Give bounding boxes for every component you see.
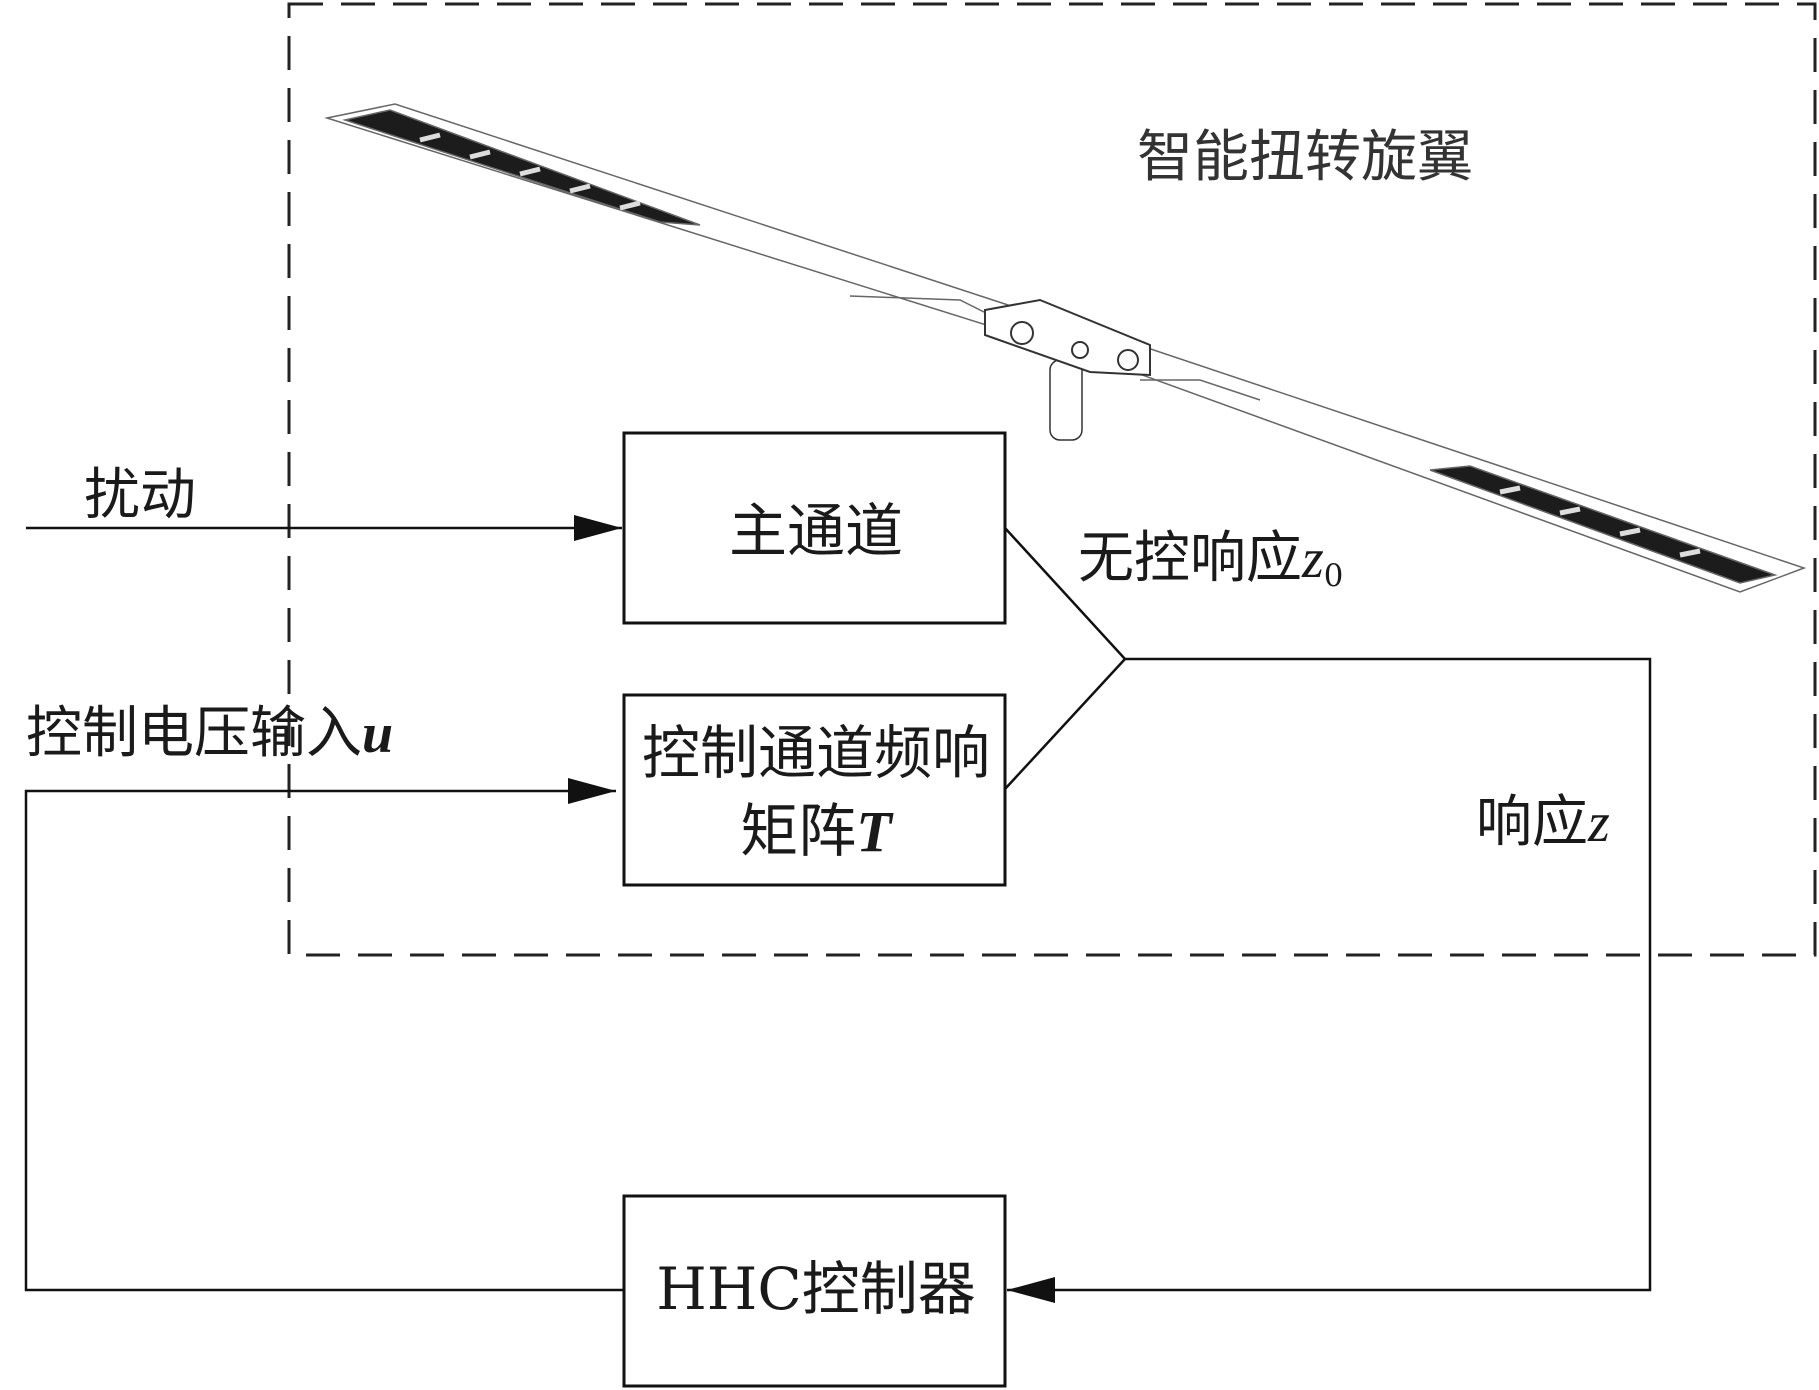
uncontrolled-response-text: 无控响应 (1078, 526, 1302, 591)
main-channel-block (622, 431, 1007, 625)
u-symbol: u (362, 703, 394, 765)
disturbance-label: 扰动 (84, 463, 196, 528)
z-symbol: z (1588, 792, 1610, 854)
response-label: 响应z (1476, 792, 1610, 854)
t-symbol: T (856, 799, 892, 864)
control-channel-label-line1: 控制通道频响 (641, 719, 991, 787)
control-channel-label-line2: 矩阵T (740, 802, 891, 861)
control-channel-block (622, 693, 1007, 887)
hhc-controller-label: HHC控制器 (656, 1255, 976, 1323)
uncontrolled-response-label: 无控响应z0 (1078, 531, 1343, 592)
matrix-text: 矩阵 (740, 797, 857, 865)
smart-rotor-boundary (287, 2, 1817, 957)
z0-symbol: z (1302, 528, 1324, 590)
rotor-title: 智能扭转旋翼 (1137, 125, 1473, 190)
main-channel-label: 主通道 (728, 497, 904, 565)
z0-subscript: 0 (1323, 558, 1344, 595)
rotor-illustration (324, 103, 1807, 593)
control-input-text: 控制电压输入 (26, 701, 362, 766)
hhc-controller-block (622, 1194, 1007, 1388)
control-input-label: 控制电压输入u (26, 703, 394, 765)
control-input-arrow (24, 778, 624, 1292)
response-feedback-arrow (1007, 657, 1652, 1303)
response-text: 响应 (1476, 790, 1588, 855)
